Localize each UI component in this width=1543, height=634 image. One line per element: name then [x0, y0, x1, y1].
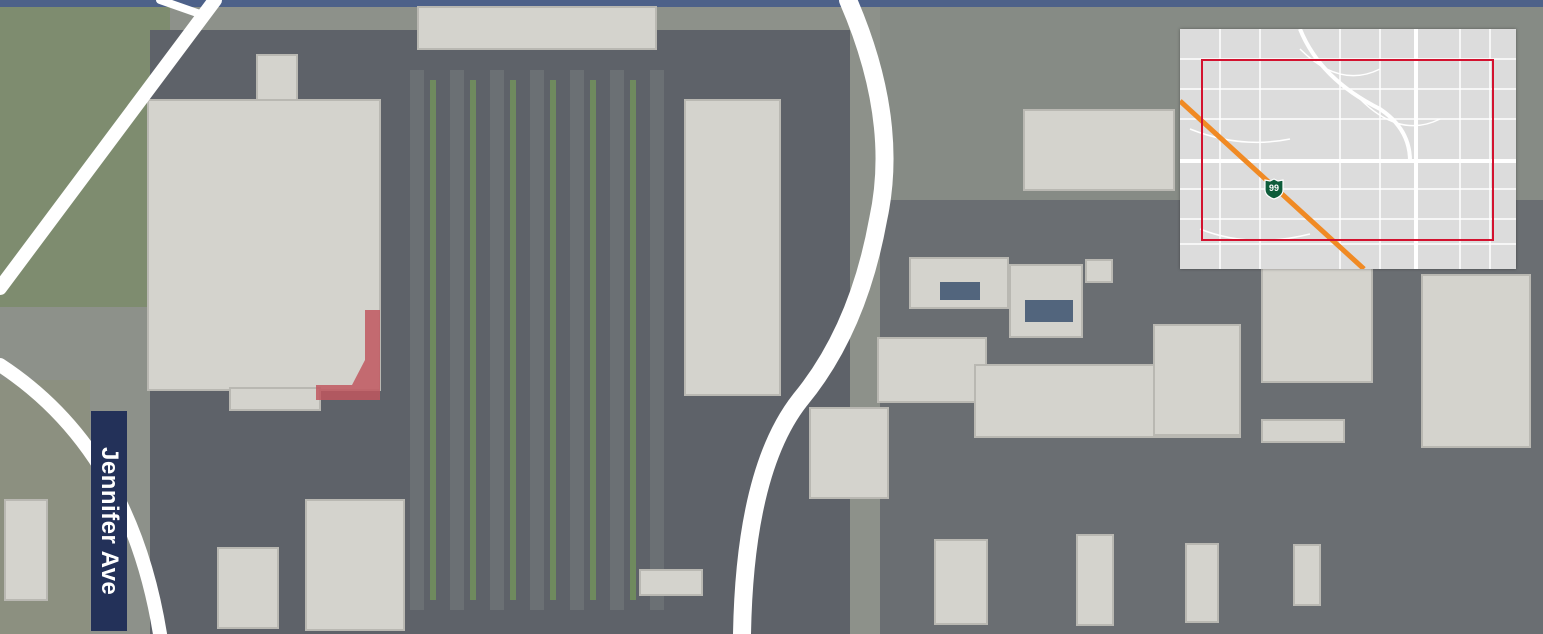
header-bar [0, 0, 1543, 7]
highway-number: 99 [1268, 183, 1279, 193]
street-label-jennifer-ave: Jennifer Ave [91, 411, 127, 631]
building-big-box [147, 99, 381, 391]
curved-road [733, 0, 894, 634]
building-top [417, 6, 657, 50]
state-route-shield-icon: 99 [1263, 178, 1285, 200]
storefront-canopy [316, 310, 380, 400]
inset-street-grid [1180, 29, 1516, 269]
street-label-text: Jennifer Ave [96, 446, 123, 596]
building-east [684, 99, 781, 396]
diagonal-road [0, 0, 222, 295]
locator-inset-map[interactable] [1180, 29, 1516, 269]
parking-rows [410, 70, 664, 610]
buildings [4, 6, 1531, 631]
solar-panels [940, 282, 1073, 322]
inset-extent-box [1201, 59, 1494, 241]
tree-rows [430, 80, 636, 600]
